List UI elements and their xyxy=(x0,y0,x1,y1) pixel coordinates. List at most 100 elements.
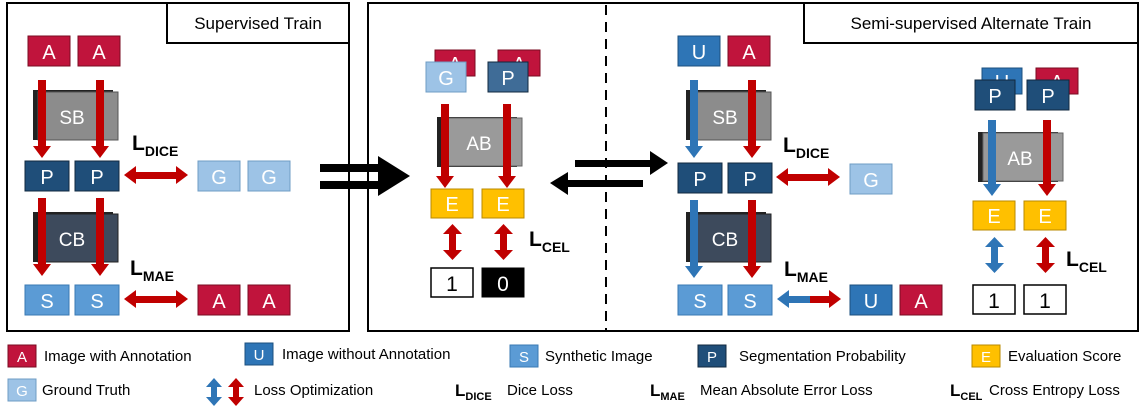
cel-loss-label: LCEL xyxy=(1066,248,1107,275)
legend-item-groundtruth: G Ground Truth xyxy=(7,378,130,402)
annotated-image-tile: A xyxy=(899,284,943,316)
svg-text:S: S xyxy=(519,349,529,366)
legend-item-evaluation: E Evaluation Score xyxy=(971,344,1121,368)
blue-flow-arrow xyxy=(983,120,1001,196)
synthetic-image-tile: S xyxy=(677,284,723,316)
svg-text:S: S xyxy=(743,291,756,313)
supervised-flow: A A SB P P LDICE G G CB S S LMAE xyxy=(24,35,291,316)
sb-block: SB xyxy=(686,90,772,141)
annotated-image-tile: A xyxy=(727,35,771,67)
svg-text:SB: SB xyxy=(712,108,737,129)
svg-text:CB: CB xyxy=(59,230,85,251)
red-loss-arrow xyxy=(494,224,513,260)
svg-text:S: S xyxy=(90,291,103,313)
legend-item-probability: P Segmentation Probability xyxy=(697,344,906,368)
red-flow-arrow xyxy=(1038,120,1056,196)
evaluation-tile: E xyxy=(972,200,1016,231)
svg-text:AB: AB xyxy=(1007,149,1032,170)
semi-ab-flow: U P A P AB E E LCEL 1 1 xyxy=(972,67,1107,315)
mae-loss-arrow xyxy=(124,290,188,308)
svg-text:U: U xyxy=(692,42,706,64)
svg-text:E: E xyxy=(981,349,991,366)
svg-text:G: G xyxy=(261,167,277,189)
legend-item-dice: LDICE Dice Loss xyxy=(455,381,573,403)
evaluation-tile: E xyxy=(481,188,525,219)
score-one-box: 1 xyxy=(972,284,1016,315)
svg-text:E: E xyxy=(496,194,509,216)
svg-text:P: P xyxy=(40,167,53,189)
svg-text:G: G xyxy=(863,170,879,192)
cel-loss-label: LCEL xyxy=(529,228,570,255)
svg-text:A: A xyxy=(92,42,106,64)
svg-text:AB: AB xyxy=(466,134,491,155)
svg-text:A: A xyxy=(212,291,226,313)
annotated-image-tile: A xyxy=(197,284,241,316)
svg-text:Image without Annotation: Image without Annotation xyxy=(282,346,450,363)
supervised-title: Supervised Train xyxy=(194,14,322,33)
svg-text:Image with Annotation: Image with Annotation xyxy=(44,348,192,365)
svg-text:A: A xyxy=(42,42,56,64)
svg-text:A: A xyxy=(262,291,276,313)
score-zero-box: 0 xyxy=(481,267,525,298)
probability-tile: P xyxy=(1026,79,1070,111)
svg-text:G: G xyxy=(438,68,454,90)
probability-tile: P xyxy=(487,61,529,93)
synthetic-image-tile: S xyxy=(74,284,120,316)
blue-loss-icon xyxy=(206,378,222,406)
evaluation-tile: E xyxy=(1023,200,1067,231)
red-flow-arrow xyxy=(436,104,454,188)
supervised-title-box xyxy=(166,2,350,44)
legend-item-loss-opt: Loss Optimization xyxy=(206,378,373,406)
svg-text:Dice Loss: Dice Loss xyxy=(507,382,573,399)
svg-text:1: 1 xyxy=(988,290,1000,313)
red-loss-arrow xyxy=(1036,237,1055,273)
red-flow-arrow xyxy=(33,80,51,158)
svg-text:A: A xyxy=(17,349,27,366)
svg-text:Segmentation Probability: Segmentation Probability xyxy=(739,348,906,365)
dice-loss-label: LDICE xyxy=(132,132,178,159)
red-flow-arrow xyxy=(743,80,761,158)
ground-truth-tile: G xyxy=(247,160,291,192)
evaluation-tile: E xyxy=(430,188,474,219)
blue-loss-arrow xyxy=(985,237,1004,273)
ab-train-flow: A G A P AB E E LCEL 1 0 xyxy=(425,49,570,298)
svg-text:CB: CB xyxy=(712,230,738,251)
svg-text:0: 0 xyxy=(497,273,509,296)
legend-item-synthetic: S Synthetic Image xyxy=(509,344,653,368)
semi-sb-cb-flow: U A SB P P LDICE G CB S S LMAE U xyxy=(677,35,943,316)
legend-item-cel: LCEL Cross Entropy Loss xyxy=(950,381,1120,403)
score-one-box: 1 xyxy=(1023,284,1067,315)
probability-tile: P xyxy=(727,162,773,194)
dice-loss-arrow xyxy=(776,168,840,186)
svg-text:P: P xyxy=(501,68,514,90)
red-flow-arrow xyxy=(33,198,51,276)
annotated-image-tile: A xyxy=(247,284,291,316)
score-one-box: 1 xyxy=(430,267,474,298)
svg-text:P: P xyxy=(743,169,756,191)
legend-item-unannotated: U Image without Annotation xyxy=(244,342,450,366)
svg-text:G: G xyxy=(211,167,227,189)
annotated-image-tile: A xyxy=(27,35,71,67)
svg-text:P: P xyxy=(1041,86,1054,108)
svg-text:G: G xyxy=(16,383,28,400)
legend: A Image with Annotation U Image without … xyxy=(7,342,1121,406)
ground-truth-tile: G xyxy=(425,61,467,93)
dice-loss-label: LDICE xyxy=(783,134,829,161)
svg-text:S: S xyxy=(693,291,706,313)
svg-text:SB: SB xyxy=(59,108,84,129)
ground-truth-tile: G xyxy=(197,160,241,192)
cb-block: CB xyxy=(686,212,772,263)
red-loss-arrow xyxy=(443,224,462,260)
svg-text:P: P xyxy=(693,169,706,191)
svg-text:U: U xyxy=(864,291,878,313)
svg-text:P: P xyxy=(988,86,1001,108)
red-flow-arrow xyxy=(498,104,516,188)
probability-tile: P xyxy=(24,160,70,192)
svg-text:Loss Optimization: Loss Optimization xyxy=(254,382,373,399)
mae-loss-label: LMAE xyxy=(130,257,174,284)
svg-text:S: S xyxy=(40,291,53,313)
svg-text:Mean Absolute Error Loss: Mean Absolute Error Loss xyxy=(700,382,873,399)
transition-arrow-right xyxy=(320,156,410,196)
svg-text:Evaluation Score: Evaluation Score xyxy=(1008,348,1121,365)
blue-flow-arrow xyxy=(685,200,703,278)
